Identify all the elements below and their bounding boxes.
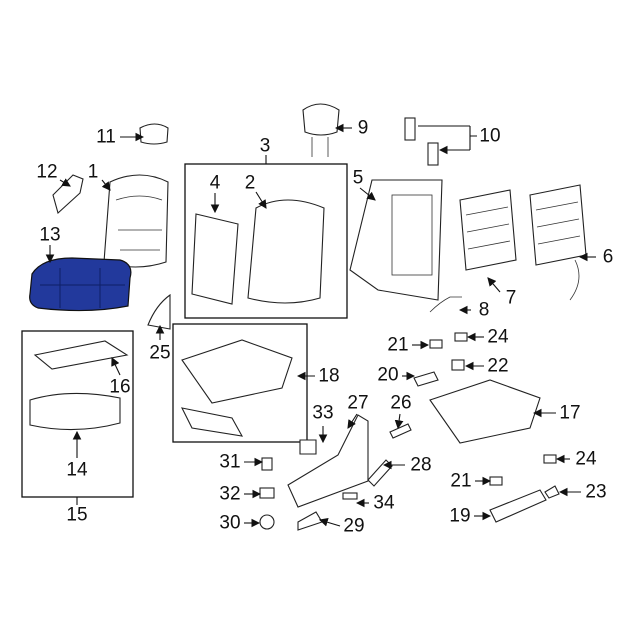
callout-9: 9 [357,117,369,139]
callout-20: 20 [377,364,399,386]
callout-21-b: 21 [450,470,472,492]
part-31 [261,457,273,471]
part-10-guide-b [427,142,439,166]
part-18-track [181,339,293,404]
callout-3: 3 [259,135,271,157]
part-8-harness [429,296,462,313]
callout-24-a: 24 [487,326,509,348]
callout-1: 1 [87,161,99,183]
callout-14: 14 [66,459,88,481]
callout-8: 8 [478,299,490,321]
part-21-a [429,339,443,349]
callout-25: 25 [149,342,171,364]
part-9-headrest [302,103,340,136]
callout-27: 27 [347,392,369,414]
callout-26: 26 [390,392,412,414]
part-21-b [489,476,503,486]
callout-15: 15 [66,504,88,526]
callout-11: 11 [96,126,116,148]
part-34 [342,492,358,500]
callout-17: 17 [559,402,581,424]
part-14 [29,392,121,431]
callout-10: 10 [479,125,501,147]
part-4-pad [191,213,239,305]
callout-6: 6 [602,246,614,268]
callout-31: 31 [219,451,241,473]
part-28 [367,459,393,487]
part-11-headrest [139,123,169,145]
callout-19: 19 [449,505,471,527]
part-25 [147,293,171,330]
part-5-frame [349,179,443,301]
part-22 [451,359,465,371]
callout-4: 4 [209,172,221,194]
callout-28: 28 [410,454,432,476]
part-33 [299,439,317,455]
part-24-a [454,332,468,342]
part-24-b [543,454,557,464]
part-1-seatback-cover [103,174,169,268]
callout-29: 29 [343,515,365,537]
callout-24-b: 24 [575,448,597,470]
callout-18: 18 [318,365,340,387]
part-17-track [429,379,541,444]
part-30 [259,514,275,530]
part-19 [489,489,547,523]
callout-32: 32 [219,483,241,505]
callout-23: 23 [585,481,607,503]
part-32 [259,487,275,499]
part-27-shield [287,414,369,508]
callout-7: 7 [505,287,517,309]
part-7-spring [459,189,517,271]
callout-13: 13 [39,224,61,246]
part-20 [413,371,439,387]
callout-16: 16 [109,376,131,398]
callout-33: 33 [312,402,334,424]
part-23 [544,485,560,499]
group-box-18 [172,323,308,443]
callout-22: 22 [487,355,509,377]
part-13-cushion-cover [29,257,132,312]
part-2-back-pad [247,199,325,304]
part-29 [297,511,323,531]
callout-21-a: 21 [387,334,409,356]
callout-34: 34 [373,492,395,514]
part-10-guide-a [404,117,416,141]
callout-30: 30 [219,512,241,534]
part-16 [33,340,129,370]
callout-2: 2 [244,172,256,194]
part-6-spring [529,184,587,266]
part-26 [389,423,412,439]
callout-5: 5 [352,167,364,189]
callout-12: 12 [36,161,58,183]
